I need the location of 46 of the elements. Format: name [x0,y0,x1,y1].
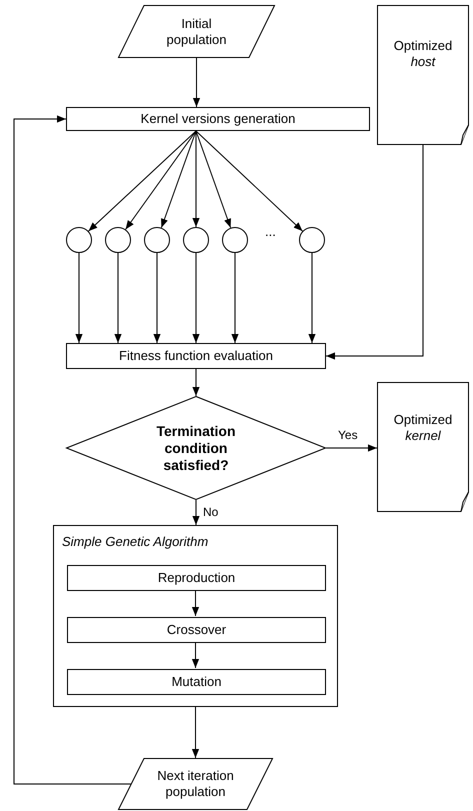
arrow [192,130,200,228]
node-label: Initial population [166,16,228,48]
arrow [114,252,122,344]
arrow [196,130,304,232]
group-box [53,525,338,707]
arrow [192,642,200,668]
process-box [67,669,326,695]
arrow [14,115,132,784]
arrow [153,252,161,344]
node-label: Kernel versions generation [140,111,296,127]
arrow [192,58,200,108]
node-label: Termination condition satisfied? [155,422,237,474]
node-label: Optimized kernel [392,412,454,444]
node-label: Mutation [172,674,222,690]
decision-diamond [66,396,326,500]
node-label: Reproduction [158,570,236,586]
arrow [326,444,378,452]
data-parallelogram [118,5,275,58]
arrow [192,706,200,758]
process-box [66,343,326,369]
arrow [308,252,316,344]
arrow [88,130,196,232]
edge-label: Yes [337,428,359,442]
edge-label: No [202,505,220,519]
arrow [192,368,200,396]
node-label: Optimized host [392,38,454,70]
process-box [67,617,326,643]
data-parallelogram [118,758,273,810]
document-shape [377,5,469,145]
arrow [160,130,196,228]
arrow [75,252,83,344]
node-label: Simple Genetic Algorithm [62,534,208,549]
arrow [231,252,239,344]
arrow [326,144,424,360]
arrow [196,130,232,228]
ellipsis-text: ... [265,225,276,239]
arrow [192,590,200,616]
arrow [125,130,196,230]
document-shape [377,382,469,512]
node-label: Next iteration population [156,768,235,800]
arrow [192,252,200,344]
arrow [192,500,200,526]
node-label: Fitness function evaluation [119,348,273,364]
process-box [66,107,370,131]
process-box [67,565,326,591]
node-label: Crossover [166,622,226,638]
